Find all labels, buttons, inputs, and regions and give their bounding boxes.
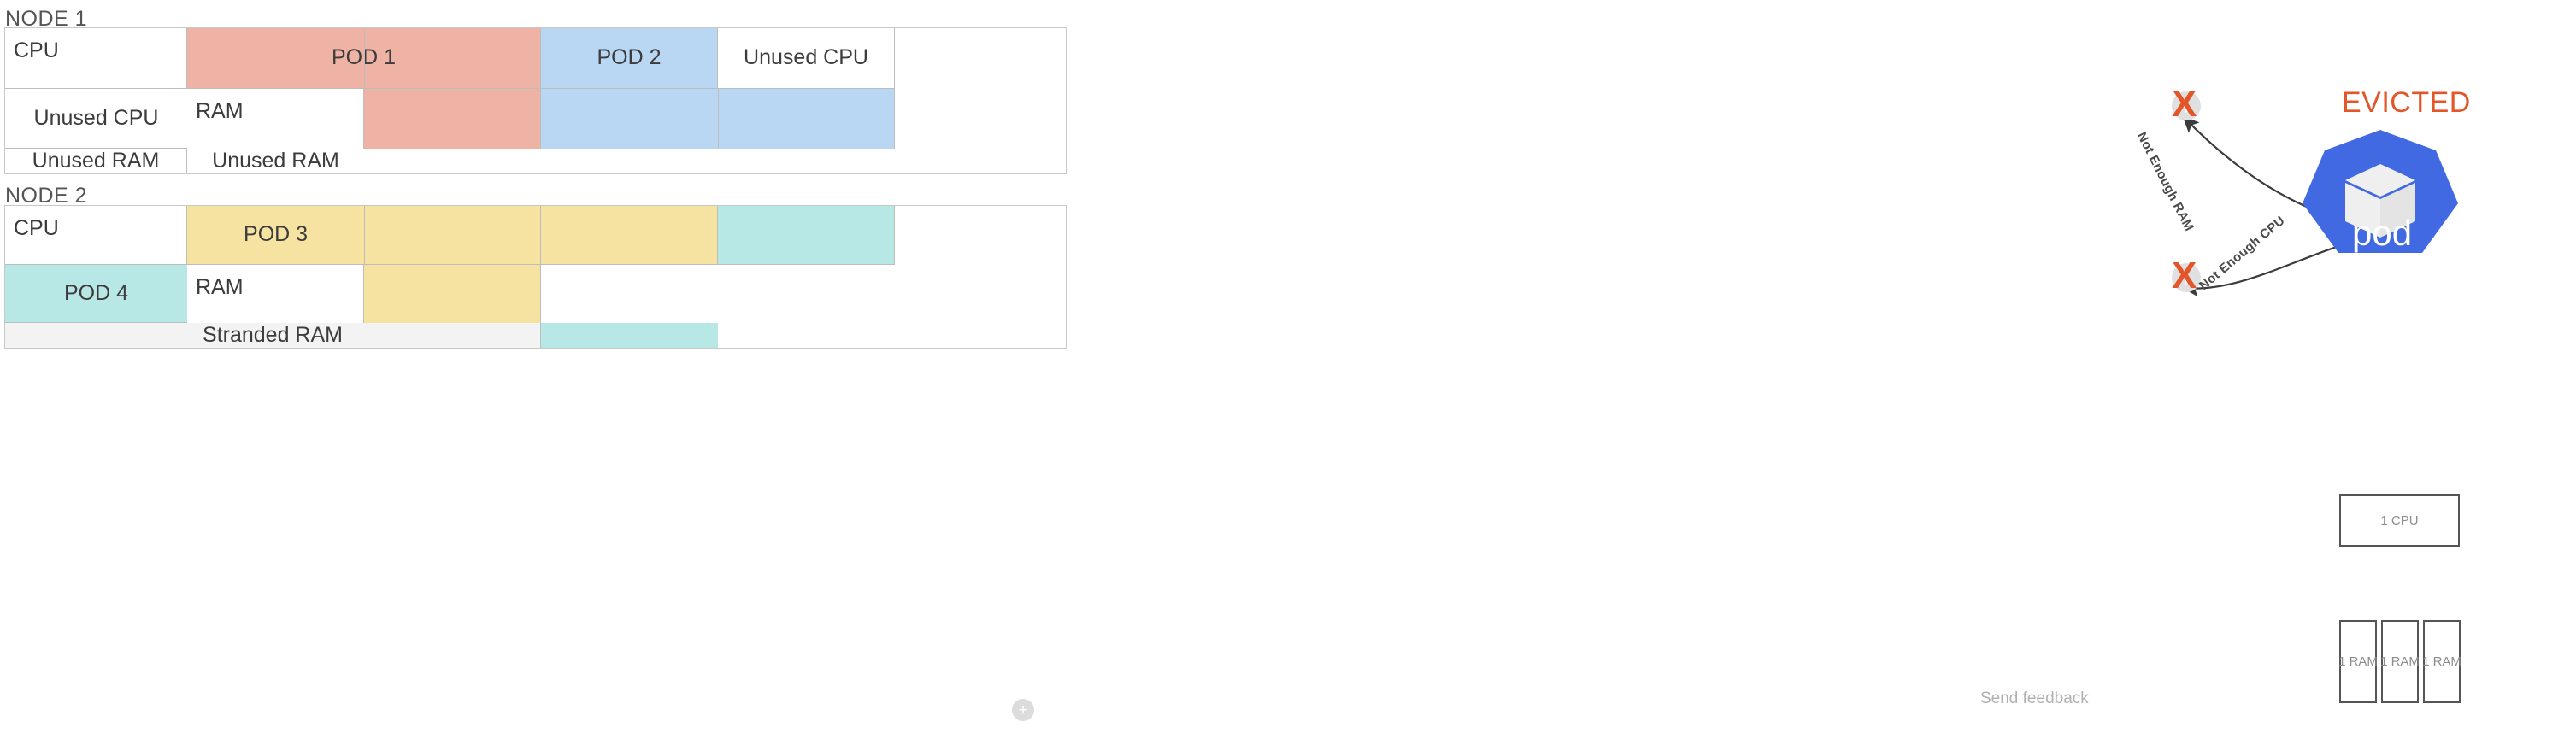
eviction-marker-halo-ram <box>2172 91 2201 120</box>
cell-divider <box>363 28 365 88</box>
request-box-ram-1[interactable]: 1 RAM <box>2338 620 2378 703</box>
pod-cube-left <box>2345 183 2380 238</box>
node-2-cpu-pod-3[interactable]: POD 3 <box>187 206 718 265</box>
node-2-ram-pod-4[interactable] <box>541 323 718 348</box>
request-box-cpu[interactable]: 1 CPU <box>2339 494 2460 547</box>
node-1-ram-pod-1[interactable] <box>364 88 541 149</box>
node-1-cpu-unused-1-label: Unused CPU <box>744 45 868 70</box>
request-box-ram-3-label: 1 RAM <box>2422 654 2461 669</box>
node-1-cpu-row-label: CPU <box>5 28 187 89</box>
request-box-ram-1-label: 1 RAM <box>2338 654 2378 669</box>
node-1-ram-pod-2[interactable] <box>541 88 895 149</box>
node-1-ram-unused-1[interactable]: Unused RAM <box>5 149 187 173</box>
plus-glyph-ram: + <box>2179 94 2193 120</box>
request-box-ram-3[interactable]: 1 RAM <box>2422 620 2461 703</box>
node-2-cpu-pod-3-label: POD 3 <box>244 222 309 247</box>
node-1-cpu-pod-2-label: POD 2 <box>597 45 662 70</box>
node-2-ram-stranded-label: Stranded RAM <box>203 323 343 347</box>
node-2-label: NODE 2 <box>5 184 88 208</box>
node-1-cpu-pod-1[interactable]: POD 1 <box>187 28 541 89</box>
x-icon-not-enough-cpu: X <box>2172 255 2197 296</box>
node-2-ram-pod-3[interactable] <box>364 264 541 323</box>
plus-glyph-cpu: + <box>2179 266 2193 291</box>
add-button[interactable]: + <box>1012 699 1034 721</box>
node-2-cpu-pod-4-label: POD 4 <box>63 280 129 305</box>
request-box-ram-2-label: 1 RAM <box>2380 654 2420 669</box>
node-2-cpu-pod-4-part-1[interactable] <box>718 206 895 265</box>
evicted-label: EVICTED <box>2342 86 2471 119</box>
node-1-cpu-unused-1[interactable]: Unused CPU <box>718 28 895 89</box>
node-2-cpu-row-label: CPU <box>5 206 187 265</box>
eviction-marker-halo-cpu <box>2172 263 2201 292</box>
node-2-ram-row-label: RAM <box>187 264 364 323</box>
pod-cube-right <box>2380 183 2415 238</box>
request-box-ram-2[interactable]: 1 RAM <box>2380 620 2420 703</box>
pod-cube-top <box>2345 164 2415 197</box>
node-1-cpu-unused-2[interactable]: Unused CPU <box>5 88 187 149</box>
node-1-resource-grid: CPU POD 1 POD 2 Unused CPU Unused CPU RA… <box>4 27 1067 174</box>
node-1-ram-row-label: RAM <box>187 88 364 149</box>
cell-divider <box>540 206 542 264</box>
cell-divider <box>363 206 365 264</box>
node-1-ram-unused-1-label: Unused RAM <box>32 149 160 173</box>
node-2-cpu-pod-4[interactable]: POD 4 <box>5 264 187 323</box>
node-2-ram-stranded[interactable]: Stranded RAM <box>5 323 541 348</box>
request-box-cpu-label: 1 CPU <box>2380 513 2419 528</box>
kubernetes-pod-icon[interactable] <box>2299 128 2461 256</box>
node-2-resource-grid: CPU POD 3 POD 4 RAM Stranded RAM <box>4 205 1067 349</box>
node-1-ram-unused-2[interactable]: Unused RAM <box>187 149 364 173</box>
send-feedback-link[interactable]: Send feedback <box>1980 689 2089 707</box>
pod-icon-label: pod <box>2352 213 2413 253</box>
x-icon-not-enough-ram: X <box>2172 83 2197 125</box>
plus-icon: + <box>1018 701 1028 719</box>
node-1-cpu-unused-2-label: Unused CPU <box>33 105 159 130</box>
node-1-cpu-pod-2[interactable]: POD 2 <box>541 28 718 89</box>
node-1-ram-unused-2-label: Unused RAM <box>212 149 339 173</box>
node-1-label: NODE 1 <box>5 7 88 31</box>
cell-divider <box>717 88 719 149</box>
